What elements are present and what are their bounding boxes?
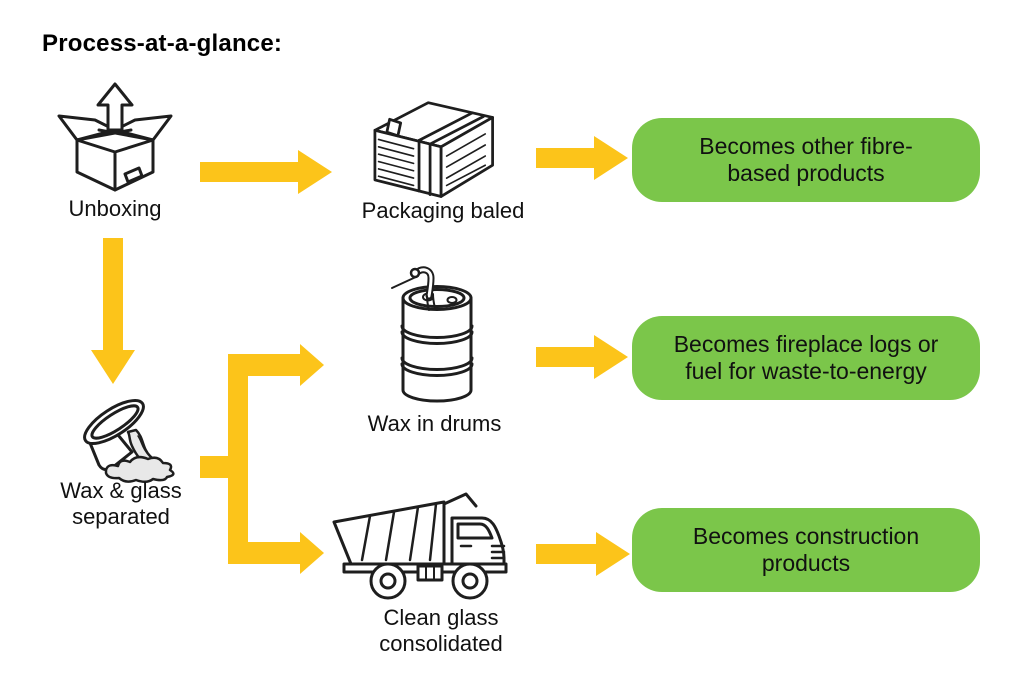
open-box-icon (57, 82, 173, 192)
node-label-wax-in-drums: Wax in drums (367, 411, 502, 436)
outcome-fuel-products-label: Becomes fireplace logs or fuel for waste… (673, 330, 939, 384)
arrow-baled-to-fibre (536, 136, 628, 180)
outcome-fibre-products: Becomes other fibre-based products (632, 118, 980, 202)
pouring-bucket-icon (83, 399, 175, 483)
oil-drum-icon (391, 266, 474, 403)
node-label-packaging-baled: Packaging baled (361, 198, 525, 223)
arrow-unboxing-down (91, 238, 135, 384)
node-label-clean-glass-consolidated: Clean glass consolidated (379, 605, 503, 656)
bale-icon (373, 101, 494, 198)
dump-truck-icon (332, 492, 508, 600)
arrow-drums-to-fuel (536, 335, 628, 379)
outcome-construction-products: Becomes construction products (632, 508, 980, 592)
outcome-fibre-products-label: Becomes other fibre-based products (699, 132, 913, 186)
arrow-truck-to-construction (536, 532, 630, 576)
arrow-unboxing-to-baled (200, 150, 332, 194)
outcome-fuel-products: Becomes fireplace logs or fuel for waste… (632, 316, 980, 400)
node-label-wax-glass-separated: Wax & glass separated (60, 478, 182, 529)
arrow-branch-fork (200, 344, 324, 574)
outcome-construction-products-label: Becomes construction products (692, 522, 920, 576)
page-title: Process-at-a-glance: (42, 30, 283, 57)
node-label-unboxing: Unboxing (68, 196, 162, 221)
